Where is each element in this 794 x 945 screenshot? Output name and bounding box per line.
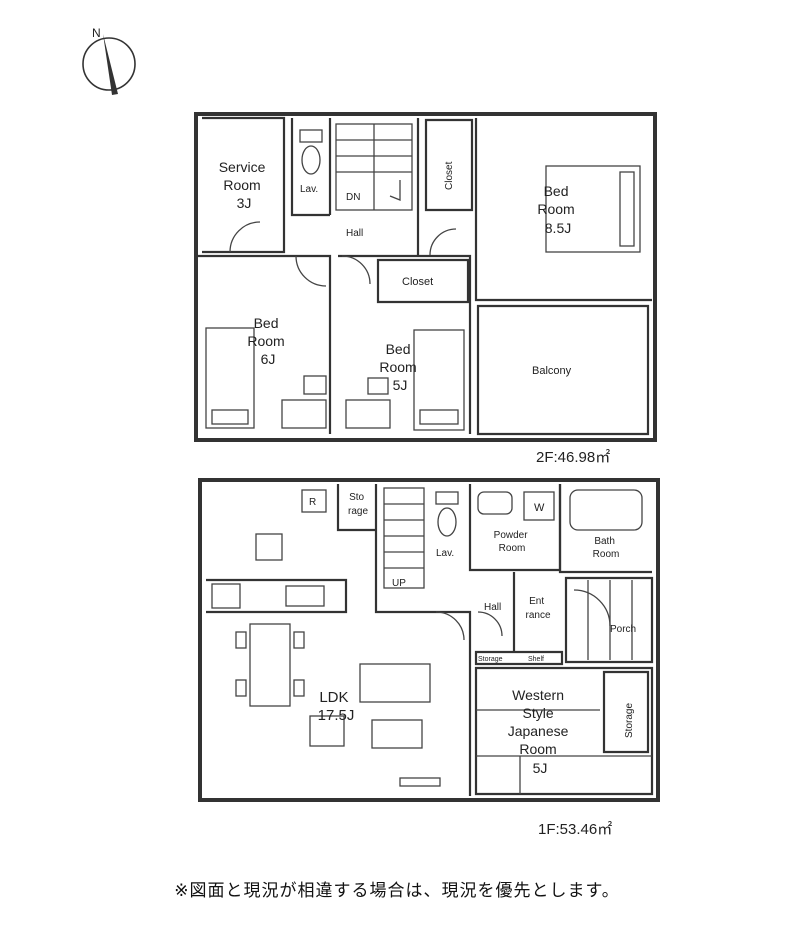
tatami-mats [476, 709, 652, 794]
door-swing [429, 228, 457, 256]
toilet-icon [299, 129, 323, 175]
floor1-area-label: 1F:53.46㎡ [538, 821, 612, 838]
sofa-icon [359, 663, 431, 703]
shelf-storage-label: Storage [478, 656, 503, 663]
lav-label: Lav. [300, 184, 318, 195]
kitchen-counter [206, 578, 348, 614]
door-swing [435, 611, 465, 641]
storage-label: Sto rage [348, 492, 368, 517]
stairs-down-label: DN [346, 192, 360, 203]
counter-top [285, 585, 325, 607]
coffee-table-icon [371, 719, 423, 749]
north-arrow-icon [103, 34, 118, 95]
sink-icon [211, 583, 241, 609]
storage-wall [336, 484, 376, 532]
ldk-label: LDK 17.5J [318, 689, 355, 724]
door-swing [573, 589, 611, 627]
compass: N [82, 26, 136, 95]
door-swing [295, 255, 327, 287]
stove-icon [255, 533, 283, 561]
closet-label: Closet [402, 276, 433, 288]
entrance-label: Ent rance [525, 596, 550, 621]
door-swing [341, 255, 371, 285]
closet-vertical-box [424, 118, 474, 212]
armchair-icon [309, 715, 345, 747]
door-swing [229, 221, 261, 253]
stairs-1f [383, 487, 425, 589]
western-room-box [474, 666, 654, 796]
floor2-area-label: 2F:46.98㎡ [536, 449, 610, 466]
washer-icon [523, 491, 555, 521]
bed-icon [545, 165, 641, 253]
balcony-box [476, 304, 650, 436]
tv-board-icon [399, 777, 441, 787]
porch-label: Porch [610, 624, 636, 635]
bed-icon [413, 329, 465, 431]
service-room-label: Service Room 3J [219, 159, 270, 211]
bed-room-85-label: Bed Room 8.5J [537, 183, 578, 236]
floor-2-plan: Service Room 3J Lav. DN Hall Closet Bed … [194, 112, 657, 466]
dining-table-icon [235, 623, 305, 707]
wash-basin-icon [477, 491, 513, 515]
bed5-wall [338, 254, 472, 434]
powder-room-label: Powder Room [494, 530, 531, 554]
hall-label: Hall [346, 228, 363, 239]
disclaimer-note: ※図面と現況が相違する場合は、現況を優先とします。 [174, 881, 620, 901]
porch-box [564, 576, 654, 664]
bed6-wall [198, 254, 332, 434]
bath-room-label: Bath Room [593, 536, 620, 560]
washer-label: W [534, 502, 545, 514]
closet-box [376, 258, 470, 304]
ldk-wall [374, 484, 472, 796]
floor-1-plan: R Sto rage Lav. UP W Powder Room Bath Ro… [198, 478, 660, 838]
desk-icon [345, 377, 391, 429]
western-japanese-room-label: Western Style Japanese Room 5J [508, 687, 573, 776]
stairs-2f [335, 123, 413, 211]
fridge-icon [301, 489, 327, 513]
fridge-label: R [309, 497, 316, 508]
door-swing [477, 611, 503, 637]
lav-label: Lav. [436, 548, 454, 559]
balcony-label: Balcony [532, 365, 572, 377]
closet-vertical-label: Closet [444, 161, 455, 190]
bed85-wall [474, 118, 652, 302]
bathtub-icon [569, 489, 643, 531]
storage-vertical-box [602, 670, 650, 754]
toilet-icon [435, 491, 459, 537]
compass-north-label: N [92, 26, 101, 40]
bed-icon [205, 327, 255, 429]
shelf-box [474, 650, 564, 666]
bed-room-5-label: Bed Room 5J [379, 341, 420, 393]
desk-icon [281, 375, 327, 429]
service-room-wall [202, 116, 286, 254]
compass-circle [82, 37, 136, 91]
stairs-up-label: UP [392, 578, 406, 589]
bath-wall [558, 484, 652, 574]
lav-wall [290, 118, 330, 217]
floor1-outer-wall [198, 478, 660, 802]
shelf-label: Shelf [528, 656, 544, 663]
bed-room-6-label: Bed Room 6J [247, 315, 288, 367]
floor2-outer-wall [194, 112, 657, 442]
hall-label: Hall [484, 602, 501, 613]
storage-vertical-label: Storage [624, 703, 635, 738]
